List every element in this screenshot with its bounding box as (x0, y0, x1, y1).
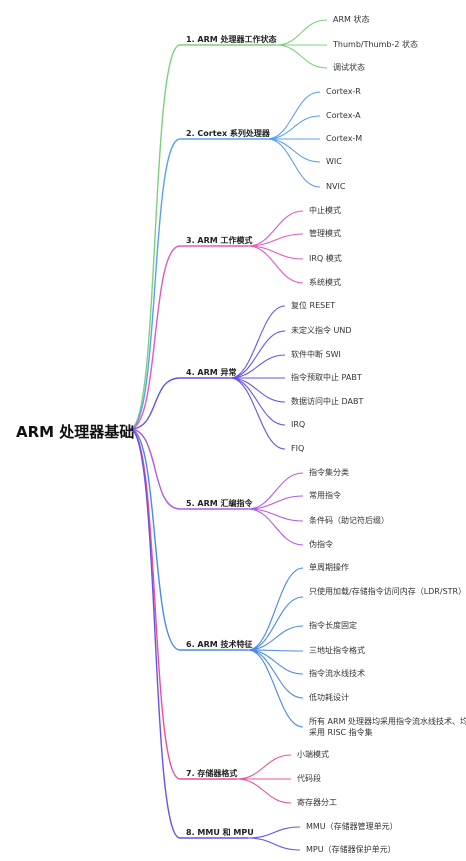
leaf-node: Cortex-M (326, 134, 363, 143)
root-branch-link (129, 138, 181, 430)
root-branch-link (129, 44, 181, 430)
leaf-node: 未定义指令 UND (291, 326, 352, 335)
leaf-node: 指令流水线技术 (309, 669, 365, 678)
root-branch-link (129, 245, 181, 430)
root-branch-link (129, 428, 181, 651)
branch-leaf-link (229, 305, 286, 379)
leaf-node: 指令长度固定 (309, 621, 357, 630)
leaf-node: 单周期操作 (309, 563, 349, 572)
leaf-node: FIQ (291, 444, 305, 453)
branch-leaf-link (247, 649, 304, 728)
branch-leaf-link (247, 210, 304, 247)
leaf-node: Cortex-R (326, 87, 361, 96)
leaf-node: 所有 ARM 处理器均采用指令流水线技术、均采用 RISC 指令集 (309, 717, 466, 737)
branch-leaf-link (229, 377, 286, 403)
branch-leaf-link (266, 138, 321, 163)
branch-leaf-link (247, 625, 304, 651)
branch-leaf-link (247, 826, 301, 839)
leaf-node: IRQ (291, 420, 306, 429)
leaf-node: WIC (326, 157, 342, 166)
leaf-node: 复位 RESET (291, 301, 336, 310)
branch-leaf-link (247, 567, 304, 651)
root-node: ARM 处理器基础 (16, 423, 135, 441)
leaf-node: 指令集分类 (309, 468, 349, 477)
leaf-node: 管理模式 (309, 229, 341, 238)
leaf-node: 系统模式 (309, 278, 341, 287)
branch-leaf-link (229, 377, 286, 426)
branch-leaf-link (266, 115, 321, 140)
branch-node: 2. Cortex 系列处理器 (186, 129, 270, 138)
branch-leaf-link (247, 245, 304, 284)
root-branch-link (129, 377, 181, 430)
leaf-node: 伪指令 (309, 540, 333, 549)
branch-leaf-link (275, 44, 328, 69)
leaf-node: 三地址指令格式 (309, 646, 365, 655)
leaf-node: 寄存器分工 (297, 798, 337, 807)
branch-leaf-link (275, 19, 328, 46)
leaf-node: NVIC (326, 182, 346, 191)
branch-node: 4. ARM 异常 (186, 368, 237, 377)
leaf-node: Thumb/Thumb-2 状态 (333, 40, 419, 49)
branch-leaf-link (247, 508, 304, 546)
branch-node: 8. MMU 和 MPU (186, 828, 254, 837)
leaf-node: ARM 状态 (333, 15, 370, 24)
branch-leaf-link (229, 354, 286, 379)
branch-node: 6. ARM 技术特征 (186, 640, 253, 649)
root-branch-link (129, 428, 181, 839)
leaf-node: 低功耗设计 (309, 693, 349, 702)
leaf-node: 只使用加载/存储指令访问内存（LDR/STR） (309, 587, 466, 596)
branch-node: 5. ARM 汇编指令 (186, 499, 253, 508)
branch-leaf-link (247, 596, 304, 651)
leaf-node: 代码段 (297, 774, 321, 783)
leaf-node: 常用指令 (309, 491, 341, 500)
leaf-node: Cortex-A (326, 111, 361, 120)
root-branch-link (129, 428, 181, 780)
branch-leaf-link (247, 649, 304, 699)
leaf-node: MMU（存储器管理单元） (306, 822, 398, 831)
branch-leaf-link (247, 233, 304, 247)
branch-leaf-link (247, 495, 304, 510)
leaf-node: 调试状态 (333, 63, 365, 72)
branch-leaf-link (266, 138, 321, 188)
branch-node: 1. ARM 处理器工作状态 (186, 35, 277, 44)
leaf-node: MPU（存储器保护单元） (306, 845, 396, 854)
root-branch-link (129, 428, 181, 510)
leaf-node: 小端模式 (297, 750, 329, 759)
leaf-node: 中止模式 (309, 206, 341, 215)
branch-leaf-link (247, 472, 304, 510)
branch-leaf-link (229, 377, 286, 450)
leaf-node: 数据访问中止 DABT (291, 397, 364, 406)
branch-node: 3. ARM 工作模式 (186, 236, 253, 245)
leaf-node: 条件码（助记符后缀） (309, 516, 389, 525)
leaf-node: 指令预取中止 PABT (291, 373, 362, 382)
leaf-node: 软件中断 SWI (291, 350, 341, 359)
branch-node: 7. 存储器格式 (186, 769, 238, 778)
branch-leaf-link (266, 91, 321, 140)
branch-leaf-link (229, 330, 286, 379)
branch-leaf-link (236, 754, 292, 780)
branch-leaf-link (247, 837, 301, 851)
branch-leaf-link (236, 778, 292, 804)
leaf-node: IRQ 模式 (309, 254, 342, 263)
